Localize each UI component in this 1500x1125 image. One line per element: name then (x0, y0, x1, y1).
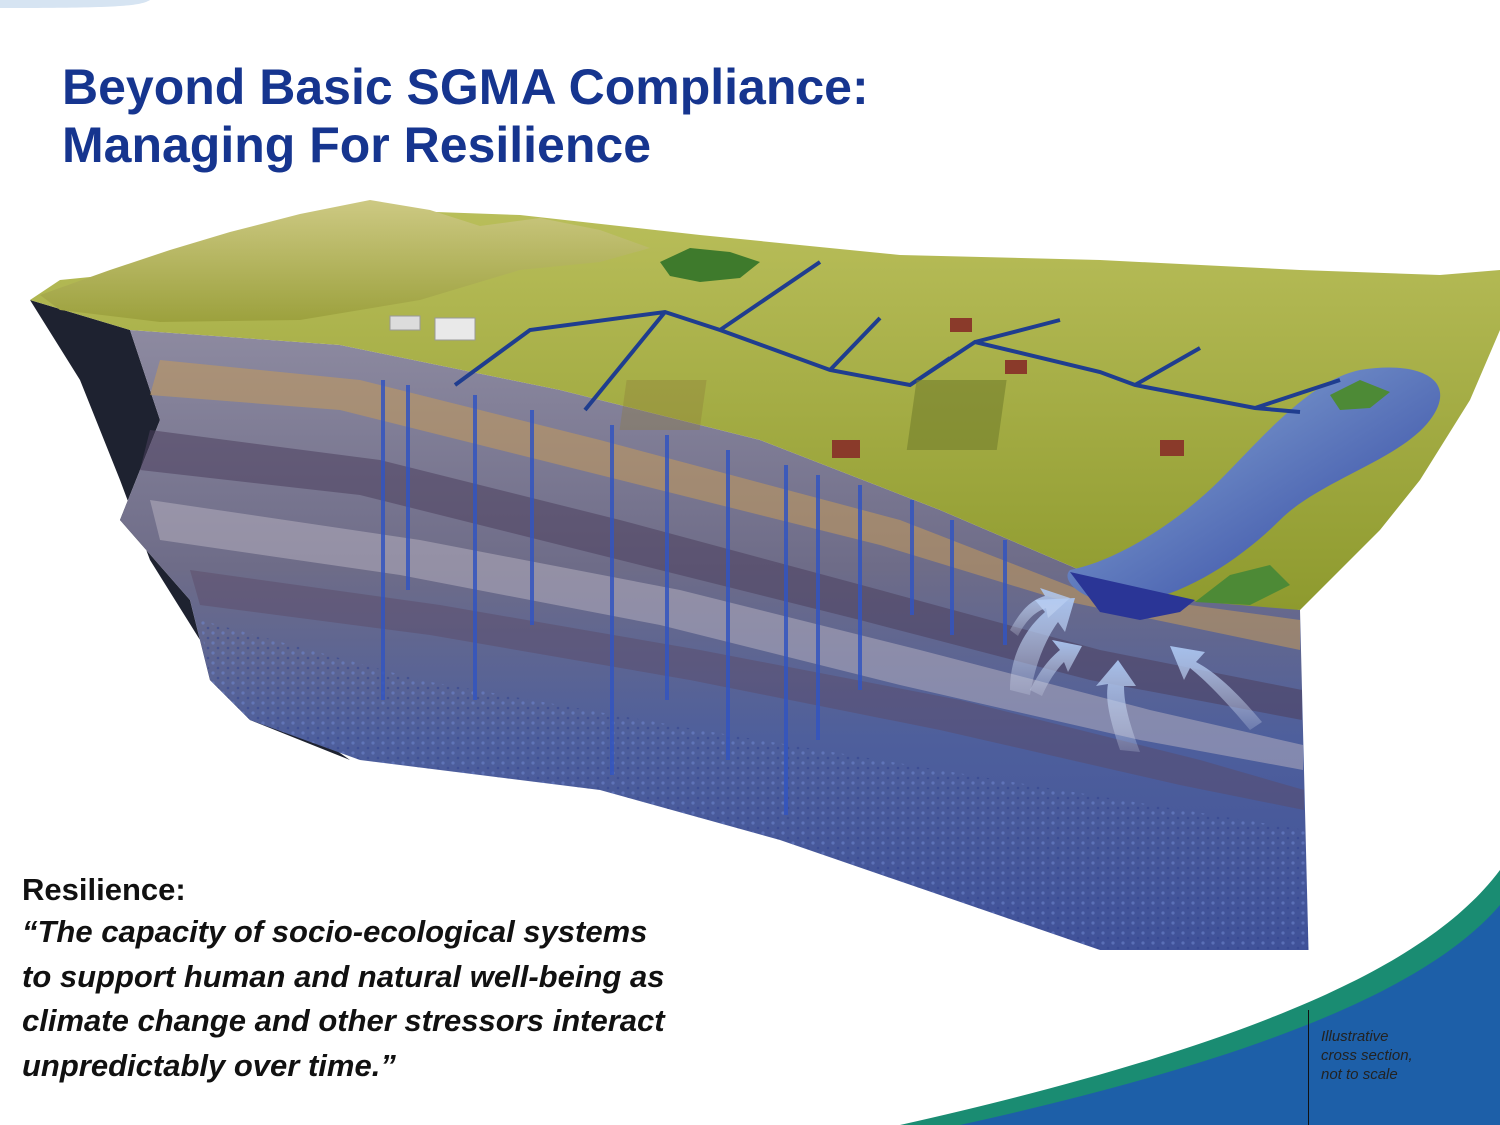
hills (40, 200, 650, 322)
recharge-arrows (1010, 588, 1262, 752)
well-lines (381, 380, 1007, 815)
caption-divider (1308, 1010, 1309, 1125)
canal-network (453, 260, 1341, 414)
riverbank-trees (1195, 565, 1290, 605)
quote-line-4: unpredictably over time.” (22, 1047, 396, 1083)
soil-stratum-4 (190, 570, 1304, 810)
tree-cluster (660, 248, 760, 282)
river-cross-section (1070, 572, 1195, 620)
river (1067, 367, 1441, 605)
aquifer-cross-section-diagram (30, 200, 1500, 950)
resilience-heading: Resilience: (22, 872, 186, 907)
soil-stratum-2 (140, 430, 1302, 720)
caption-line-3: not to scale (1321, 1066, 1398, 1083)
quote-line-1: “The capacity of socio-ecological system… (22, 914, 648, 949)
farmhouse (832, 440, 860, 458)
left-cliff-face (30, 300, 350, 760)
building (389, 315, 421, 331)
quote-line-2: to support human and natural well-being … (22, 958, 665, 994)
farmhouse (1005, 360, 1027, 374)
field-plot (906, 380, 1007, 450)
soil-stratum-1 (150, 360, 1300, 650)
aquifer-dotted-layer (200, 620, 1309, 950)
title-line-2: Managing For Resilience (62, 117, 652, 173)
farmhouse (950, 318, 972, 332)
riverbank-trees-2 (1330, 380, 1390, 410)
quote-line-3: climate change and other stressors inter… (22, 1003, 665, 1038)
farmhouse (1160, 440, 1184, 456)
caption-line-1: Illustrative (1321, 1028, 1389, 1045)
ground-surface (30, 210, 1500, 610)
resilience-definition: Resilience: “The capacity of socio-ecolo… (22, 870, 922, 1088)
diagram-caption: Illustrative cross section, not to scale (1321, 1027, 1413, 1084)
caption-line-2: cross section, (1321, 1047, 1413, 1064)
title-line-1: Beyond Basic SGMA Compliance: (62, 59, 869, 115)
slide-title: Beyond Basic SGMA Compliance: Managing F… (62, 58, 869, 174)
building (434, 317, 476, 341)
field-plot (619, 380, 707, 430)
